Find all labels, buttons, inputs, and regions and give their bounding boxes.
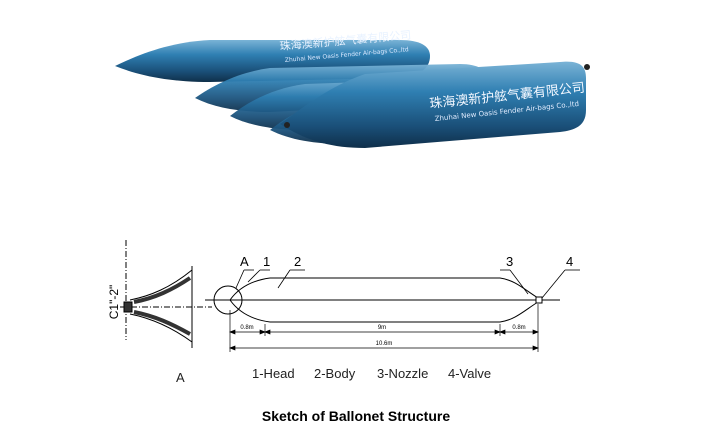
airbag-front bbox=[280, 61, 586, 148]
callout-1: 1 bbox=[263, 254, 270, 269]
detail-view-label: A bbox=[176, 370, 185, 385]
legend-head: 1-Head bbox=[252, 366, 295, 381]
detail-size-label: C1"-2" bbox=[107, 285, 121, 320]
callout-3: 3 bbox=[506, 254, 513, 269]
callout-lines bbox=[235, 269, 580, 299]
dim-total: 10.6m bbox=[376, 341, 393, 347]
callout-2: 2 bbox=[294, 254, 301, 269]
dim-nozzle: 0.8m bbox=[512, 325, 525, 331]
ballonet-sketch: C1"-2" A 1 2 3 4 0.8m 9m 0.8m 10.6m bbox=[107, 240, 580, 352]
detail-a-view bbox=[120, 240, 212, 348]
callout-4: 4 bbox=[566, 254, 573, 269]
figure-caption: Sketch of Ballonet Structure bbox=[261, 408, 451, 424]
legend-valve: 4-Valve bbox=[448, 366, 492, 381]
dim-head: 0.8m bbox=[240, 325, 253, 331]
ballonet-outline bbox=[205, 277, 560, 323]
airbag-photo: 珠海澳新护舷气囊有限公司 Zhuhai New Oasis Fender Air… bbox=[115, 28, 590, 148]
dim-body: 9m bbox=[378, 325, 386, 331]
callout-a: A bbox=[240, 254, 249, 269]
legend-nozzle: 3-Nozzle bbox=[377, 366, 429, 381]
dimension-lines bbox=[229, 304, 539, 352]
legend-body: 2-Body bbox=[314, 366, 356, 381]
